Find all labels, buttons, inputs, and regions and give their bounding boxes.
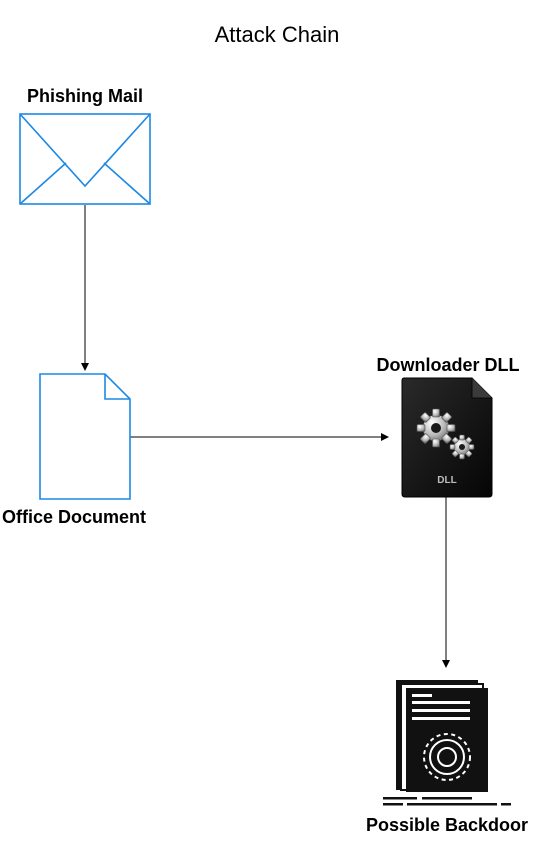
possible-backdoor-label: Possible Backdoor [365,815,529,835]
envelope-icon [19,113,151,205]
dll-file-icon: DLL [401,377,493,498]
gear-document-icon [383,680,511,806]
diagram-title: Attack Chain [214,22,340,47]
document-icon [39,373,131,500]
phishing-mail-label: Phishing Mail [26,86,143,106]
dll-badge-text: DLL [437,475,456,486]
downloader-dll-label: Downloader DLL [376,355,520,375]
small-gear-icon [449,434,475,460]
office-document-label: Office Document [2,507,147,527]
gear-icon [416,408,456,448]
